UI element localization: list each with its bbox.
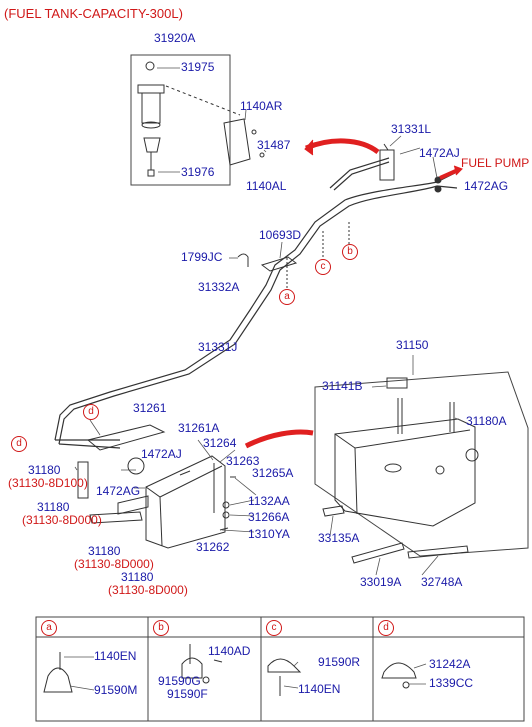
part-31487[interactable]: 31487 bbox=[257, 138, 291, 152]
legend-b-part-1[interactable]: 1140AD bbox=[208, 644, 251, 658]
part-1310YA[interactable]: 1310YA bbox=[248, 527, 290, 541]
part-31266A[interactable]: 31266A bbox=[248, 510, 290, 524]
part-31261[interactable]: 31261 bbox=[133, 401, 167, 415]
part-31332A[interactable]: 31332A bbox=[198, 280, 240, 294]
callout-b[interactable]: b bbox=[342, 244, 358, 260]
fuel-filter-drawing bbox=[137, 61, 165, 177]
legend-d-part-2[interactable]: 1339CC bbox=[429, 676, 474, 690]
fuel-pump-drawing bbox=[379, 143, 395, 181]
part-1799JC[interactable]: 1799JC bbox=[181, 250, 223, 264]
part-31920A[interactable]: 31920A bbox=[154, 31, 196, 45]
part-31180-3[interactable]: 31180 bbox=[88, 544, 121, 558]
part-1472AG-top[interactable]: 1472AG bbox=[464, 179, 509, 193]
legend-a-part-2[interactable]: 91590M bbox=[94, 683, 138, 697]
part-31130-8D000-1[interactable]: (31130-8D000) bbox=[22, 513, 102, 527]
part-31180-1[interactable]: 31180 bbox=[28, 463, 61, 477]
tank-detail-box bbox=[314, 371, 529, 557]
part-31331L[interactable]: 31331L bbox=[391, 122, 432, 136]
part-1140AL[interactable]: 1140AL bbox=[246, 179, 287, 193]
legend-a-part-1[interactable]: 1140EN bbox=[94, 649, 137, 663]
fuel-filter-box bbox=[130, 54, 231, 186]
diagram-title: (FUEL TANK-CAPACITY-300L) bbox=[4, 6, 183, 21]
callout-d-side[interactable]: d bbox=[11, 436, 27, 452]
strap-33019A bbox=[351, 542, 405, 564]
part-31130-8D000-3[interactable]: (31130-8D000) bbox=[108, 583, 188, 597]
callout-d-top[interactable]: d bbox=[83, 404, 99, 420]
part-31130-8D100[interactable]: (31130-8D100) bbox=[8, 476, 88, 490]
legend-b-part-3[interactable]: 91590F bbox=[167, 687, 208, 701]
part-31150[interactable]: 31150 bbox=[396, 338, 429, 352]
fuel-pump-label: FUEL PUMP bbox=[461, 156, 530, 170]
part-31261A[interactable]: 31261A bbox=[178, 421, 220, 435]
callout-a[interactable]: a bbox=[279, 289, 295, 305]
leader-lines bbox=[64, 67, 463, 691]
part-1472AJ-top[interactable]: 1472AJ bbox=[419, 146, 460, 160]
legend-a-clamp bbox=[43, 667, 73, 693]
arrow-to-pump bbox=[305, 138, 380, 155]
part-31265A[interactable]: 31265A bbox=[252, 466, 294, 480]
part-32748A[interactable]: 32748A bbox=[421, 575, 463, 589]
part-33019A[interactable]: 33019A bbox=[360, 575, 402, 589]
part-31180-4[interactable]: 31180 bbox=[121, 570, 154, 584]
part-1140AR[interactable]: 1140AR bbox=[240, 99, 283, 113]
strap-32748A bbox=[407, 545, 469, 559]
part-31975[interactable]: 31975 bbox=[181, 60, 215, 74]
legend-table bbox=[35, 616, 525, 722]
callout-c[interactable]: c bbox=[315, 259, 331, 275]
part-31141B[interactable]: 31141B bbox=[322, 379, 363, 393]
legend-b-part-2[interactable]: 91590G bbox=[158, 674, 201, 688]
fitting-10693D bbox=[260, 256, 298, 272]
legend-letter-c: c bbox=[266, 620, 282, 636]
bracket-31261 bbox=[86, 424, 166, 451]
part-31262[interactable]: 31262 bbox=[196, 540, 230, 554]
legend-c-part-1[interactable]: 91590R bbox=[318, 655, 361, 669]
legend-letter-d: d bbox=[378, 620, 394, 636]
part-10693D[interactable]: 10693D bbox=[259, 228, 302, 242]
fuel-lines bbox=[54, 157, 458, 449]
legend-letter-a: a bbox=[41, 620, 57, 636]
bracket-31487 bbox=[223, 118, 251, 166]
legend-d-part-1[interactable]: 31242A bbox=[429, 657, 471, 671]
part-33135A[interactable]: 33135A bbox=[318, 531, 360, 545]
part-31180A[interactable]: 31180A bbox=[466, 414, 507, 428]
arrow-to-tank bbox=[244, 429, 314, 449]
part-31263[interactable]: 31263 bbox=[226, 454, 260, 468]
part-31976[interactable]: 31976 bbox=[181, 165, 215, 179]
part-31130-8D000-2[interactable]: (31130-8D000) bbox=[74, 557, 154, 571]
strap-33135A bbox=[322, 505, 345, 517]
part-31264[interactable]: 31264 bbox=[203, 436, 237, 450]
part-31180-2[interactable]: 31180 bbox=[37, 500, 70, 514]
fuel-tank-large bbox=[334, 377, 479, 527]
legend-c-part-2[interactable]: 1140EN bbox=[298, 682, 341, 696]
part-1472AJ-mid[interactable]: 1472AJ bbox=[141, 447, 182, 461]
strap-31180-a bbox=[77, 461, 89, 499]
fuel-tank-small bbox=[127, 455, 226, 549]
part-1132AA[interactable]: 1132AA bbox=[248, 494, 290, 508]
part-1472AG-mid[interactable]: 1472AG bbox=[96, 484, 141, 498]
part-31331J[interactable]: 31331J bbox=[198, 340, 238, 354]
legend-letter-b: b bbox=[153, 620, 169, 636]
